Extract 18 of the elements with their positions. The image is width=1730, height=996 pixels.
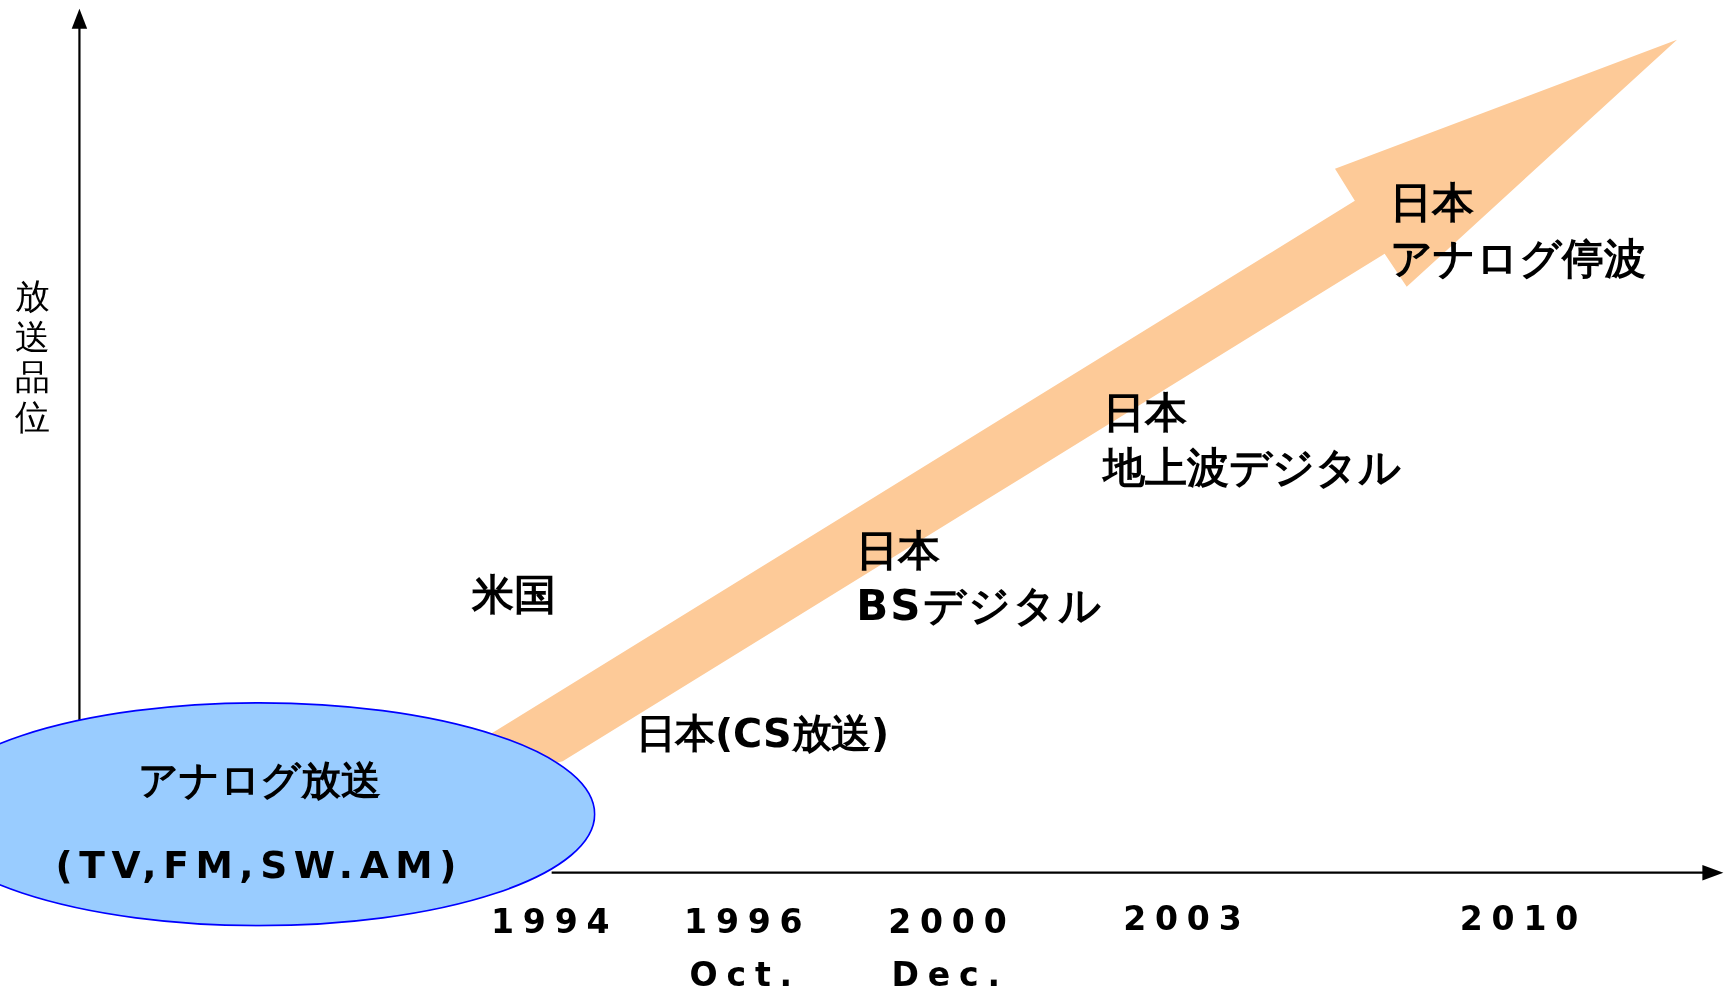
month-label: Dec. xyxy=(891,955,1009,995)
event-label: BSデジタル xyxy=(856,580,1104,632)
country-label: 日本 xyxy=(1103,387,1188,439)
country-label: 日本 xyxy=(1390,177,1474,230)
event-label: アナログ停波 xyxy=(1390,232,1647,285)
year-label: 2010 xyxy=(1459,899,1588,938)
axis-label: 放送品位 xyxy=(15,275,52,439)
country-label: 日本 xyxy=(856,525,940,577)
node-text: アナログ放送 xyxy=(137,756,381,806)
year-label: 1996 xyxy=(684,902,812,942)
country-label: 米国 xyxy=(472,569,557,621)
country-label: 日本(CS放送) xyxy=(635,709,890,758)
month-label: Oct. xyxy=(689,955,802,995)
year-label: 2000 xyxy=(888,902,1016,942)
year-label: 2003 xyxy=(1123,899,1251,938)
year-label: 1994 xyxy=(490,902,619,942)
event-label: 地上波デジタル xyxy=(1103,442,1402,495)
node-text: (TV,FM,SW.AM) xyxy=(55,842,464,888)
